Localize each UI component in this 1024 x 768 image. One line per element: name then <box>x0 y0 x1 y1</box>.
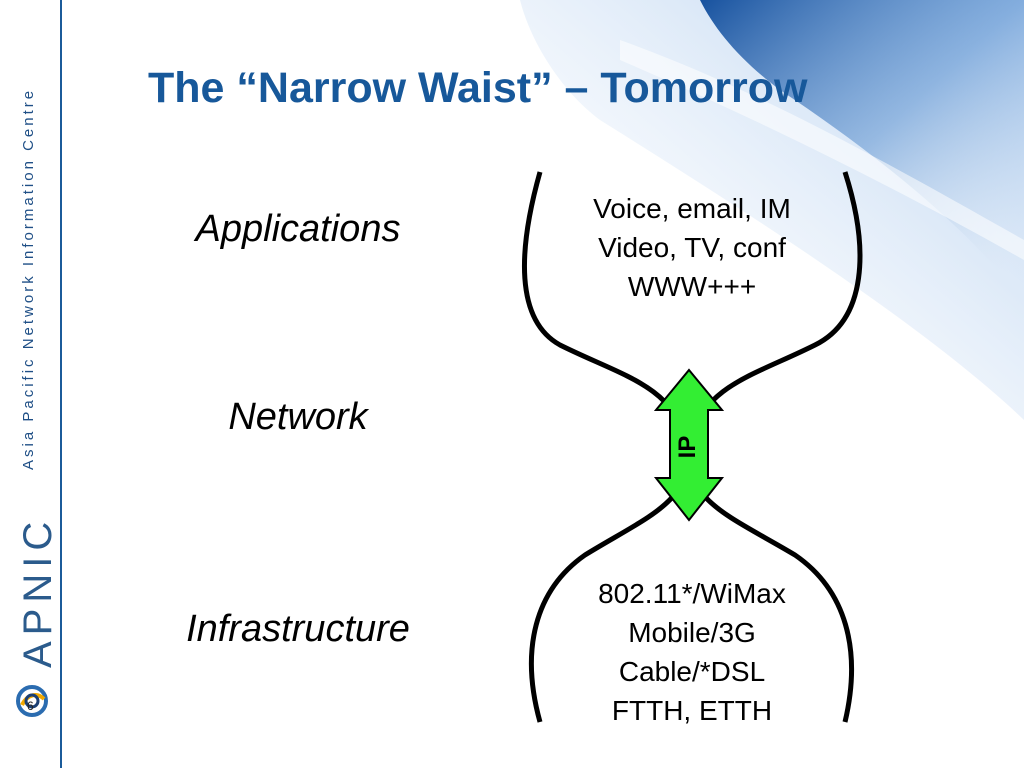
applications-list: Voice, email, IM Video, TV, conf WWW+++ <box>562 189 822 306</box>
infrastructure-item: 802.11*/WiMax <box>598 578 786 609</box>
applications-item: Voice, email, IM <box>593 193 791 224</box>
apnic-logo-icon <box>16 685 48 717</box>
label-network: Network <box>228 396 368 438</box>
infrastructure-item: FTTH, ETTH <box>611 695 773 726</box>
infrastructure-item: Mobile/3G <box>628 617 756 648</box>
ip-double-arrow <box>653 368 725 522</box>
label-infrastructure: Infrastructure <box>186 608 410 650</box>
label-applications: Applications <box>195 208 401 250</box>
applications-item: WWW+++ <box>627 271 757 302</box>
slide-title: The “Narrow Waist” – Tomorrow <box>148 64 808 112</box>
sidebar-divider <box>60 0 62 768</box>
ip-label: IP <box>674 435 701 459</box>
sidebar <box>0 0 62 768</box>
infrastructure-list: 802.11*/WiMax Mobile/3G Cable/*DSL FTTH,… <box>562 574 822 730</box>
applications-item: Video, TV, conf <box>598 232 786 263</box>
page-number: 6 <box>27 699 34 713</box>
infrastructure-item: Cable/*DSL <box>618 656 766 687</box>
